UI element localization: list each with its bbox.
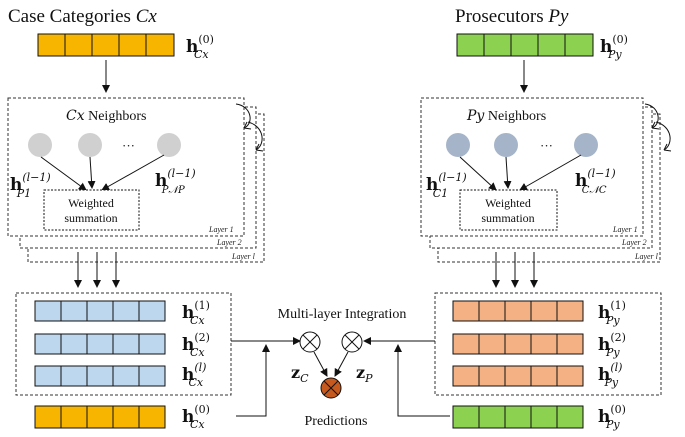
right-layer-vector-l [452, 365, 584, 387]
right-layer-label-l: h(l)Py [598, 361, 622, 389]
left-layer-vector-l [34, 365, 166, 387]
left-neighbor-ellipsis: ··· [122, 138, 135, 153]
left-layer-label-l: h(l)Cx [182, 361, 206, 389]
left-combine-operator [299, 331, 321, 353]
left-neighbors-title: Cx Neighbors [66, 108, 146, 124]
left-loop-arrow-2 [247, 121, 263, 151]
left-bottom-to-op-arrow [236, 344, 270, 417]
right-bottom-label: h(0)Py [598, 403, 626, 431]
right-layer-vector-1 [452, 300, 584, 322]
integration-label: Multi-layer Integration [278, 307, 407, 322]
prediction-operator [320, 377, 342, 399]
right-weighted-summation-box [459, 189, 558, 231]
left-summation-line1: Weighted [68, 196, 114, 210]
left-layer-label-2: h(2)Cx [182, 331, 210, 359]
left-node-arrow-1 [40, 156, 87, 191]
predictions-label: Predictions [305, 414, 368, 429]
right-bottom-to-op-arrow [394, 344, 450, 417]
left-layer-vector-2 [34, 333, 166, 355]
right-title: Prosecutors Py [455, 6, 569, 27]
right-node-arrow-n [519, 154, 582, 191]
left-node-arrow-n [101, 154, 165, 191]
left-node-arrow-2 [87, 156, 96, 189]
zc-arrow [313, 351, 328, 377]
right-summation-line2: summation [481, 211, 534, 225]
left-layer-vector-1 [34, 300, 166, 322]
right-layer-label-1: h(1)Py [598, 299, 626, 327]
left-neighbor-node-1 [28, 133, 52, 157]
zp-arrow [334, 351, 349, 377]
right-node-arrow-1 [459, 156, 497, 191]
left-node-first-label: h(l−1)P1 [10, 171, 51, 200]
left-input-label: h(0)Cx [186, 33, 214, 61]
left-neighbor-node-2 [78, 133, 102, 157]
left-title: Case Categories Cx [8, 6, 157, 27]
left-layer-1-label: Layer 1 [208, 225, 234, 234]
right-neighbor-node-1 [446, 133, 470, 157]
left-layer-label-1: h(1)Cx [182, 299, 210, 327]
right-loop-arrow-1 [644, 103, 659, 129]
right-combine-operator [341, 331, 363, 353]
left-bottom-vector [34, 405, 166, 429]
right-layer-l-label: Layer l [634, 252, 659, 261]
left-layer-outputs-frame [15, 292, 232, 396]
left-input-vector [37, 33, 175, 57]
right-neighbor-ellipsis: ··· [540, 138, 553, 153]
left-summation-line2: summation [64, 211, 117, 225]
right-layer-1-label: Layer 1 [612, 225, 638, 234]
right-layer-outputs-frame [434, 292, 662, 396]
right-loop-arrow-2 [655, 121, 671, 151]
right-node-last-label: h(l−1)C𝒩C [575, 167, 616, 196]
right-neighbor-node-2 [494, 133, 518, 157]
left-node-last-label: h(l−1)P𝒩P [155, 167, 196, 196]
right-bottom-vector [452, 405, 584, 429]
right-input-label: h(0)Py [600, 33, 628, 61]
zc-label: zC [291, 363, 309, 385]
left-layer-2-label: Layer 2 [216, 238, 242, 247]
left-loop-arrow-1 [235, 103, 251, 129]
left-neighbor-node-n [157, 133, 181, 157]
zp-label: zP [356, 363, 373, 385]
left-bottom-label: h(0)Cx [182, 403, 210, 431]
right-neighbor-node-n [574, 133, 598, 157]
right-node-arrow-2 [503, 156, 512, 189]
right-input-vector [456, 33, 594, 57]
right-layer-label-2: h(2)Py [598, 331, 626, 359]
right-neighbors-title: Py Neighbors [466, 108, 546, 124]
right-summation-line1: Weighted [485, 196, 531, 210]
right-layer-vector-2 [452, 333, 584, 355]
left-weighted-summation-box [43, 189, 140, 231]
left-layer-l-label: Layer l [231, 252, 256, 261]
right-layer-2-label: Layer 2 [621, 238, 647, 247]
right-node-first-label: h(l−1)C1 [426, 171, 467, 200]
